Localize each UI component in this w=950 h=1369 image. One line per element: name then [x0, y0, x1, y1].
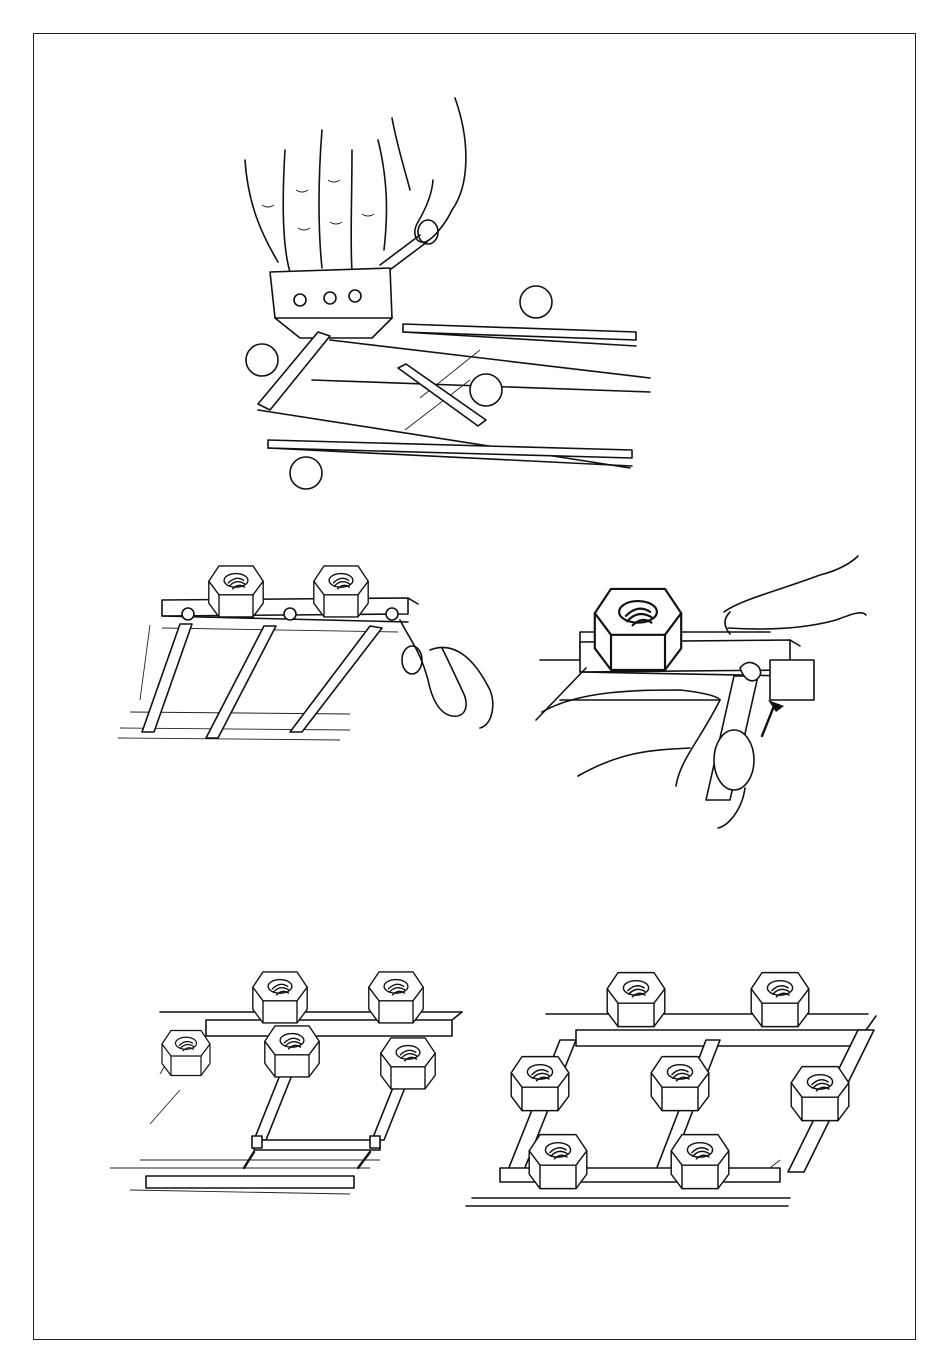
callout-4 — [290, 457, 322, 489]
illustration-pressing-joint — [536, 556, 866, 828]
illustration-finished-grid — [466, 973, 876, 1206]
illustration-second-layer — [110, 972, 462, 1194]
callout-2 — [246, 344, 278, 376]
illustration-gluing-cross-members — [118, 566, 493, 740]
callout-3 — [470, 374, 502, 406]
callout-1 — [520, 286, 552, 318]
illustration-cutting-strips — [245, 98, 650, 489]
